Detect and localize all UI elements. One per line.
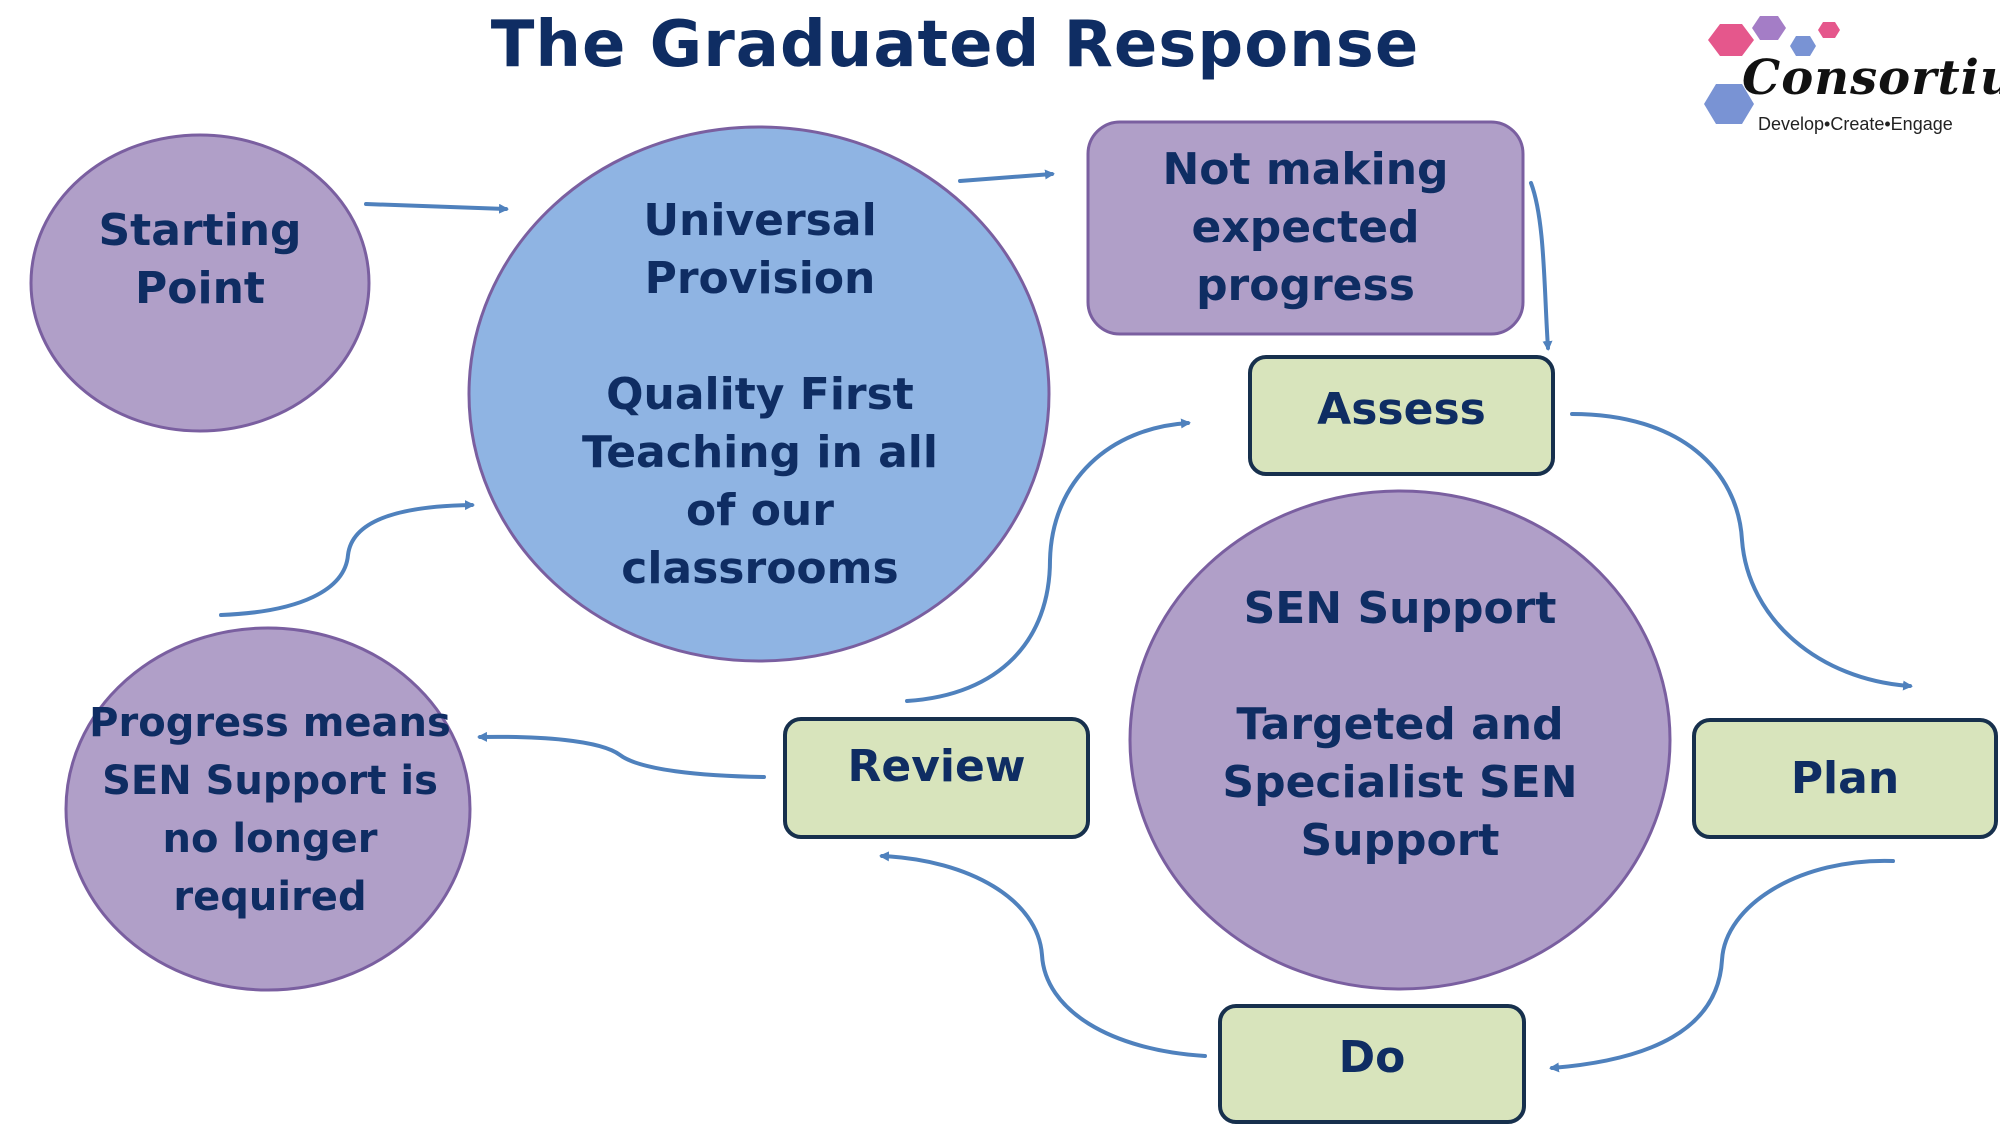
progress-means-label: Progress means SEN Support is no longer … (89, 700, 451, 920)
arrow-review-to-assess (905, 418, 1191, 703)
do-node (1218, 1004, 1526, 1124)
arrow-plan-to-do (1549, 858, 1895, 1073)
arrow-progress-to-universal (219, 500, 475, 617)
arrow-review-to-progress (477, 731, 766, 779)
progress-means-node (64, 626, 472, 992)
review-node (783, 717, 1090, 839)
sen-support-node (1128, 489, 1672, 991)
do-label: Do (1338, 1031, 1406, 1083)
plan-node (1692, 718, 1998, 839)
not-making-progress-node (1086, 120, 1525, 336)
arrow-start-to-universal (364, 202, 509, 214)
arrow-assess-to-plan (1570, 412, 1913, 691)
universal-provision-label: Universal Provision Quality First Teachi… (582, 195, 938, 594)
assess-label: Assess (1317, 384, 1486, 435)
logo-tagline: Develop•Create•Engage (1758, 114, 1953, 134)
page-title: The Graduated Response (490, 8, 1420, 82)
starting-point-node (29, 133, 371, 433)
plan-label: Plan (1790, 753, 1900, 804)
arrow-do-to-review (879, 851, 1207, 1058)
starting-point-label: Starting Point (98, 205, 302, 314)
consortium-logo: Consortium Develop•Create•Engage (1690, 10, 2000, 135)
not-making-progress-label: Not making expected progress (1162, 144, 1449, 311)
logo-wordmark: Consortium (1742, 50, 2000, 106)
universal-provision-node (467, 125, 1051, 663)
arrow-not-making-to-assess (1529, 181, 1553, 351)
assess-node (1248, 355, 1555, 476)
review-label: Review (847, 740, 1026, 792)
sen-support-label: SEN Support Targeted and Specialist SEN … (1222, 583, 1578, 866)
arrow-universal-to-not-making (958, 169, 1055, 183)
hexagon-cluster-icon (1704, 16, 1840, 124)
